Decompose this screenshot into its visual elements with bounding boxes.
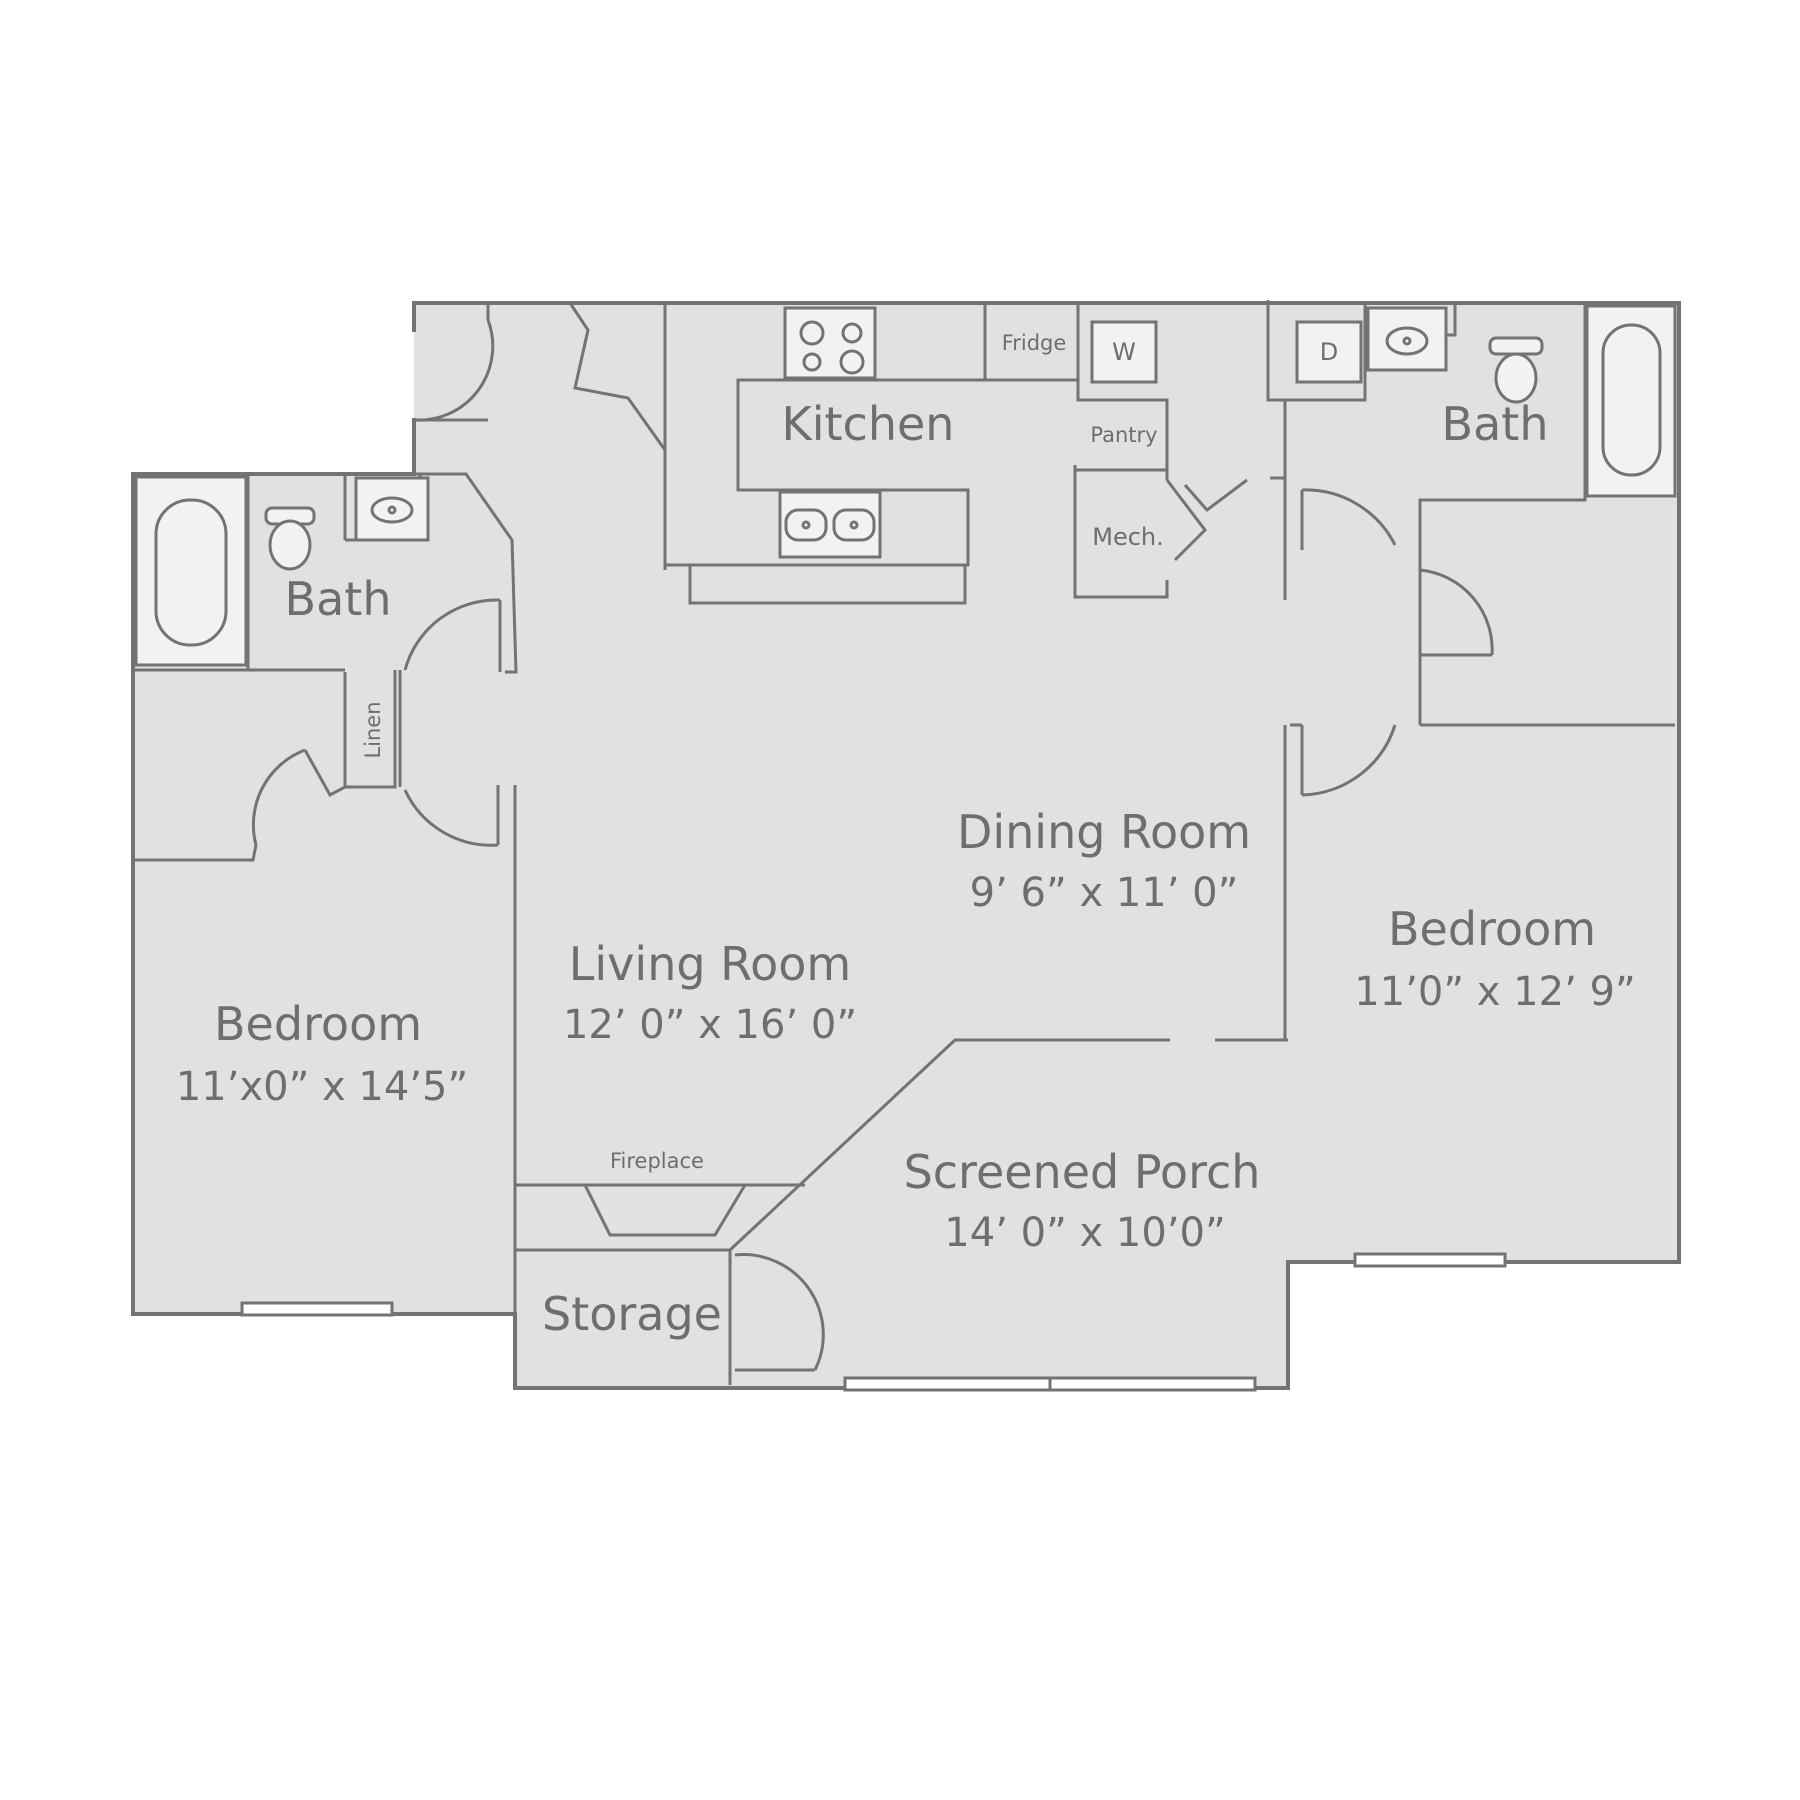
right-hall-doors [1283,488,1675,1040]
storage-label: Storage [542,1287,722,1341]
mech-label: Mech. [1092,523,1164,551]
bedroom-left-size: 11’x0” x 14’5” [176,1064,468,1110]
linen-label: Linen [361,701,385,758]
dining-room-size: 9’ 6” x 11’ 0” [970,870,1239,916]
fridge-label: Fridge [1002,331,1067,355]
toilet-icon [264,506,316,571]
window [1048,1376,1257,1392]
dining-room-label: Dining Room [957,805,1251,859]
bathtub-icon [134,475,248,667]
fireplace-label: Fireplace [610,1149,704,1173]
bedroom-left-label: Bedroom [214,997,422,1051]
window [1353,1252,1507,1268]
bath-right-label: Bath [1442,397,1549,451]
pantry-label: Pantry [1090,423,1157,447]
bathtub-icon [1585,304,1677,498]
bedroom-right-label: Bedroom [1388,902,1596,956]
laundry-walls [1076,303,1169,480]
screened-porch-label: Screened Porch [904,1145,1261,1199]
living-room-size: 12’ 0” x 16’ 0” [563,1002,857,1048]
stove-icon [783,306,877,380]
toilet-icon [1488,336,1544,404]
washer-icon [1090,320,1158,384]
living-room-label: Living Room [569,937,851,991]
screened-porch-size: 14’ 0” x 10’0” [944,1210,1225,1256]
entry-door [413,303,495,422]
bathroom-sink-icon [1366,306,1448,372]
coat-closet-walls [568,302,667,451]
left-hall-walls [133,598,517,1314]
window [843,1376,1052,1392]
porch-walls [728,1038,1288,1252]
bathroom-sink-icon [354,476,430,542]
bath-left-label: Bath [285,572,392,626]
dryer-label: D [1320,338,1338,366]
washer-label: W [1112,338,1136,366]
pantry-mech-walls [1073,465,1248,599]
window [240,1301,394,1317]
kitchen-sink-icon [778,490,882,559]
kitchen-label: Kitchen [782,397,955,451]
bedroom-right-size: 11’0” x 12’ 9” [1354,969,1635,1015]
dryer-icon [1295,320,1363,384]
fireplace-storage-walls [515,1183,825,1385]
floor-area [133,303,1679,1388]
